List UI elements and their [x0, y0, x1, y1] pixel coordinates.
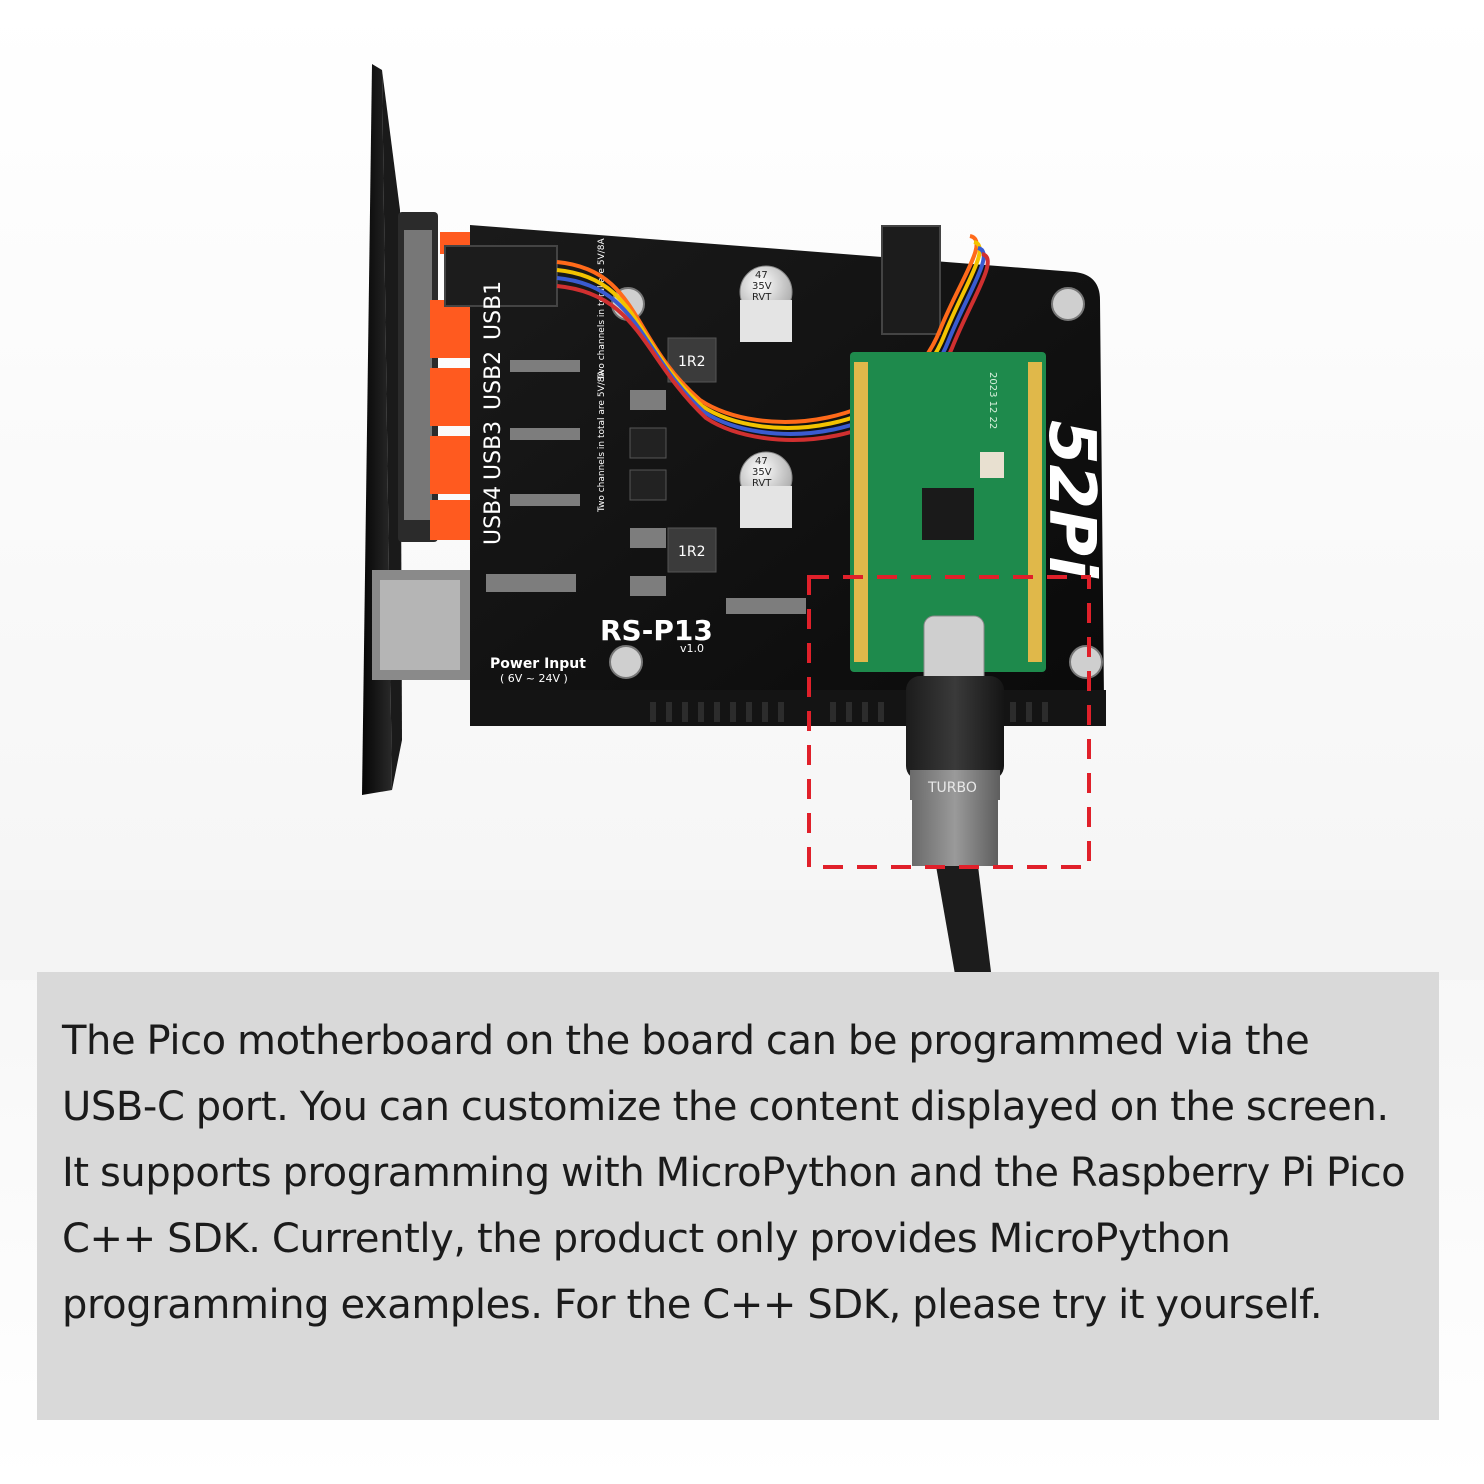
port-label: USB1	[481, 281, 506, 340]
usb-c-port	[923, 615, 985, 687]
svg-text:RVT: RVT	[752, 478, 772, 489]
capacitor: 47 35V RVT	[739, 265, 793, 342]
board-illustration: USB1 USB2 USB3 USB4 Two channels in tota…	[0, 64, 1484, 980]
ribbon-cable	[556, 234, 990, 442]
port-labels: USB1 USB2 USB3 USB4	[481, 281, 506, 545]
cable-label: TURBO	[927, 780, 977, 796]
highlight-frame	[807, 575, 1091, 869]
inductors: 1R2 1R2	[667, 337, 717, 573]
board-version: v1.0	[680, 642, 704, 655]
svg-text:47: 47	[755, 270, 768, 281]
port-label: USB2	[481, 351, 506, 410]
pico-date: 2023 12 22	[987, 372, 998, 429]
usb-c-cable-head	[906, 676, 1004, 780]
caption-text: The Pico motherboard on the board can be…	[62, 1018, 1406, 1328]
svg-text:35V: 35V	[752, 281, 772, 292]
capacitor: 47 35V RVT	[739, 451, 793, 528]
usb-cable	[936, 866, 992, 980]
port-note: Two channels in total are 5V/8A	[597, 238, 607, 381]
brand-logo: 52Pi	[1034, 420, 1108, 579]
svg-text:35V: 35V	[752, 467, 772, 478]
port-label: USB4	[481, 486, 506, 545]
power-label: Power Input	[490, 656, 586, 672]
floor	[0, 890, 1484, 980]
port-label: USB3	[481, 421, 506, 480]
svg-text:47: 47	[755, 456, 768, 467]
power-range: ( 6V ~ 24V )	[500, 672, 568, 685]
svg-text:RVT: RVT	[752, 292, 772, 303]
port-note: Two channels in total are 5V/8A	[597, 370, 607, 513]
board-model: RS-P13	[600, 614, 713, 647]
svg-text:1R2: 1R2	[678, 354, 706, 370]
caption-box: The Pico motherboard on the board can be…	[37, 972, 1439, 1420]
svg-text:1R2: 1R2	[678, 544, 706, 560]
